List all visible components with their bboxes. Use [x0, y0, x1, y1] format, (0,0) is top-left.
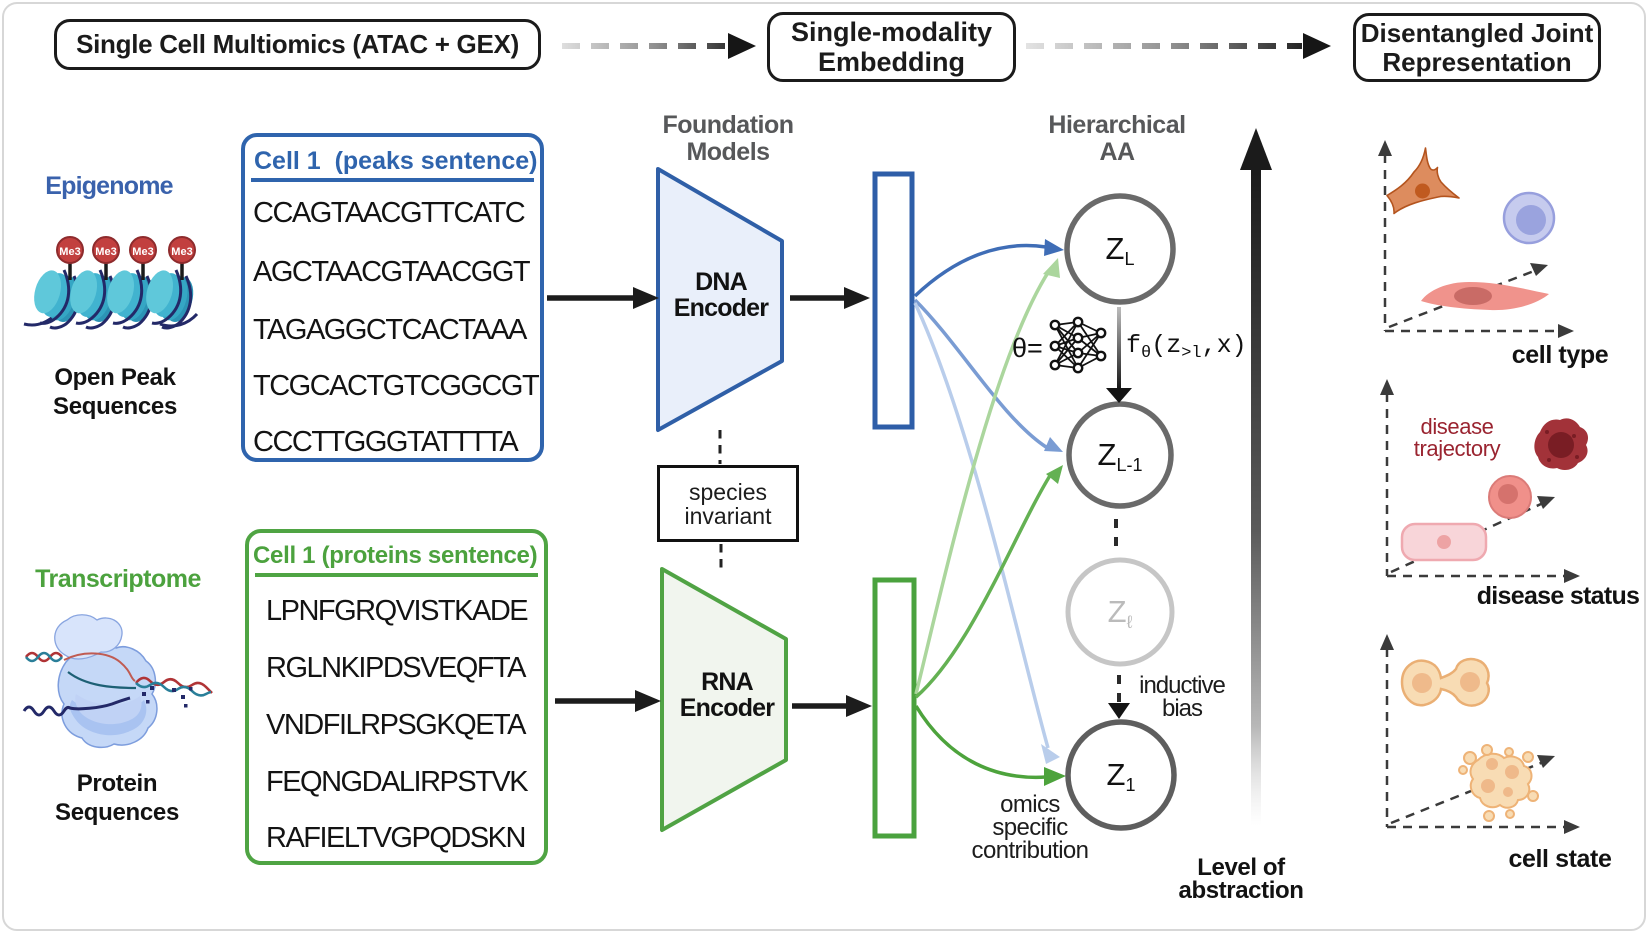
svg-text:Me3: Me3	[59, 246, 80, 258]
